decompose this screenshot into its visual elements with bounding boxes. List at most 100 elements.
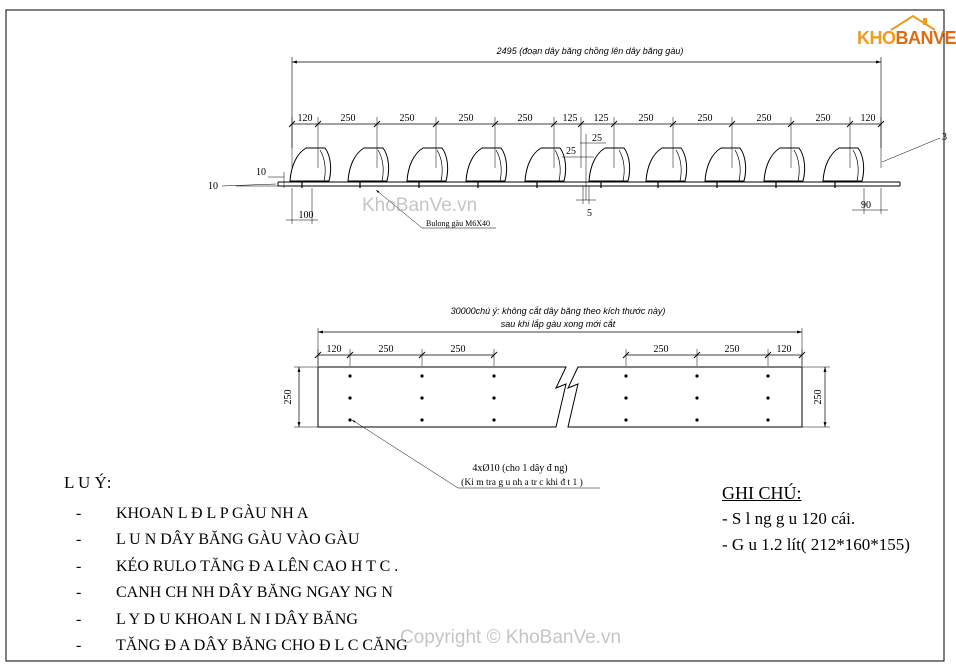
bucket-inner-line	[436, 149, 443, 182]
hole-group	[348, 374, 770, 422]
bottom-right-dim-2: 120	[777, 344, 792, 355]
bucket-inner-line	[734, 149, 741, 182]
spacing-dim-3: 250	[459, 113, 474, 124]
joint-dim-a: 25	[592, 133, 602, 144]
bucket-profile	[347, 147, 390, 182]
bolt-hole	[624, 374, 628, 378]
bottom-left-dim-2: 250	[451, 344, 466, 355]
bottom-dimension-tick-mark	[346, 351, 354, 359]
bottom-right-dim-1: 250	[725, 344, 740, 355]
note-text: KÉO RULO TĂNG Đ A LÊN CAO H T C .	[116, 557, 399, 575]
left-thickness-outer: 10	[208, 181, 218, 192]
bolt-hole	[766, 418, 770, 422]
dimension-tick-mark	[728, 120, 736, 128]
bolt-hole	[624, 418, 628, 422]
dimension-tick-mark	[787, 120, 795, 128]
ghichu-item-count: - S l ng g u 120 cái.	[722, 509, 856, 528]
bolt-hole	[348, 396, 352, 400]
dimension-tick-mark	[288, 120, 296, 128]
spacing-dim-9: 250	[757, 113, 772, 124]
bolt-hole	[624, 396, 628, 400]
ghichu-block: GHI CHÚ: - S l ng g u 120 cái. - G u 1.2…	[722, 480, 946, 558]
bucket-profile	[406, 147, 449, 182]
bottom-left-dim-1: 250	[379, 344, 394, 355]
note-item: -L U N DÂY BĂNG GÀU VÀO GÀU	[64, 527, 584, 554]
bucket-profile	[524, 147, 567, 182]
bottom-dimension-tick-mark	[798, 351, 806, 359]
bottom-right-dim-0: 250	[654, 344, 669, 355]
bottom-note-line2: sau khi lắp gàu xong mới cắt	[501, 319, 616, 329]
bucket-profile	[822, 147, 865, 182]
dimension-tick-mark	[610, 120, 618, 128]
spacing-dim-7: 250	[639, 113, 654, 124]
height-left-label: 250	[283, 390, 294, 405]
bottom-drawing: 30000chú ý: không cắt dây băng theo kích…	[283, 306, 830, 489]
note-item: -CANH CH NH DÂY BĂNG NGAY NG N	[64, 580, 584, 607]
dimension-tick-mark	[314, 120, 322, 128]
sheet-border	[5, 9, 945, 662]
bottom-left-dim-0: 120	[327, 344, 342, 355]
spacing-dim-1: 250	[341, 113, 356, 124]
bottom-dimension-tick-mark	[622, 351, 630, 359]
bucket-inner-line	[793, 149, 800, 182]
dimension-tick-mark	[846, 120, 854, 128]
bucket-inner-line	[319, 149, 326, 182]
dimension-tick-mark	[877, 120, 885, 128]
top-drawing: 2495 (đoạn dây băng chồng lên dây băng g…	[208, 46, 947, 229]
bucket-profile	[763, 147, 806, 182]
spacing-dim-4: 250	[518, 113, 533, 124]
note-text: TĂNG Đ A DÂY BĂNG CHO Đ L C CĂNG	[116, 637, 408, 654]
note-item: -KÉO RULO TĂNG Đ A LÊN CAO H T C .	[64, 554, 584, 581]
note-text: CANH CH NH DÂY BĂNG NGAY NG N	[116, 584, 393, 601]
bolt-hole	[492, 396, 496, 400]
dimension-tick-mark	[373, 120, 381, 128]
logo-text-kho: KHO	[857, 28, 896, 48]
bucket-group	[289, 147, 865, 188]
hole-label-line1: 4xØ10 (cho 1 dây đ ng)	[472, 463, 567, 474]
dimension-tick-mark	[550, 120, 558, 128]
bottom-note-line1: 30000chú ý: không cắt dây băng theo kích…	[451, 306, 666, 316]
bottom-dimension-tick-mark	[490, 351, 498, 359]
dimension-tick-mark	[669, 120, 677, 128]
bolt-hole	[695, 396, 699, 400]
bolt-hole	[766, 374, 770, 378]
dimension-tick-mark	[577, 120, 585, 128]
bucket-inner-line	[554, 149, 561, 182]
spacing-dim-11: 120	[861, 113, 876, 124]
bucket-inner-line	[377, 149, 384, 182]
dimension-tick-mark	[491, 120, 499, 128]
watermark-center: KhoBanVe.vn	[362, 195, 478, 216]
bolt-hole	[348, 374, 352, 378]
overall-dimension-label: 2495 (đoạn dây băng chồng lên dây băng g…	[496, 46, 684, 56]
bottom-dimension-tick-mark	[693, 351, 701, 359]
bolt-hole	[492, 374, 496, 378]
bucket-profile	[465, 147, 508, 182]
bolt-hole	[695, 374, 699, 378]
note-item: -L Y D U KHOAN L N I DÂY BĂNG	[64, 607, 584, 634]
bottom-dimension-tick-mark	[418, 351, 426, 359]
bucket-profile	[704, 147, 747, 182]
spacing-dim-0: 120	[298, 113, 313, 124]
bucket-inner-line	[495, 149, 502, 182]
note-item: -KHOAN L Đ L P GÀU NH A	[64, 501, 584, 528]
dimension-tick-mark	[432, 120, 440, 128]
bottom-dimension-tick-mark	[764, 351, 772, 359]
bolt-hole	[420, 418, 424, 422]
note-text: KHOAN L Đ L P GÀU NH A	[116, 504, 309, 522]
right-end-dim: 3	[942, 132, 947, 143]
bucket-inner-line	[675, 149, 682, 182]
bottom-right-dim: 90	[861, 200, 871, 211]
bolt-label: Bulong gàu M6X40	[426, 219, 490, 228]
bolt-hole	[695, 418, 699, 422]
bolt-hole	[420, 374, 424, 378]
spacing-dim-5: 125	[563, 113, 578, 124]
hole-label-line2: (Ki m tra g u nh a tr c khi đ t 1 )	[461, 477, 583, 488]
spacing-dim-8: 250	[698, 113, 713, 124]
logo-roof-icon	[890, 14, 936, 31]
note-text: L U N DÂY BĂNG GÀU VÀO GÀU	[116, 531, 360, 548]
bucket-profile	[588, 147, 631, 182]
bucket-profile	[645, 147, 688, 182]
notes-block: L U Ý: -KHOAN L Đ L P GÀU NH A -L U N DÂ…	[64, 470, 584, 660]
belt-plate-left	[317, 366, 567, 428]
